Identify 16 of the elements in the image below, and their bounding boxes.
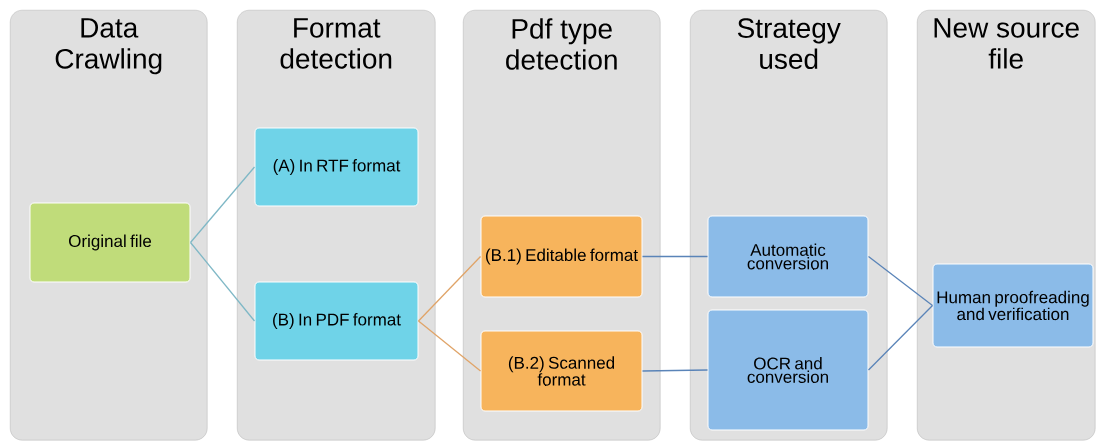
connector-line (867, 255, 934, 307)
connector-line (189, 166, 256, 244)
process-box: Automatic conversion (707, 215, 869, 298)
connector-line (417, 255, 482, 322)
process-box: Original file (29, 202, 191, 283)
connector-line (417, 320, 482, 372)
connector-line (641, 369, 709, 372)
process-box: (B.2) Scanned format (480, 330, 643, 412)
process-box: (B) In PDF format (254, 281, 419, 361)
process-box: Human proofreading and verification (932, 263, 1094, 348)
connector-line (867, 304, 934, 371)
process-box: (A) In RTF format (254, 127, 419, 207)
process-box: OCR and conversion (707, 309, 869, 431)
process-box: (B.1) Editable format (480, 215, 643, 298)
connector-line (189, 241, 256, 322)
connector-line (641, 255, 709, 258)
